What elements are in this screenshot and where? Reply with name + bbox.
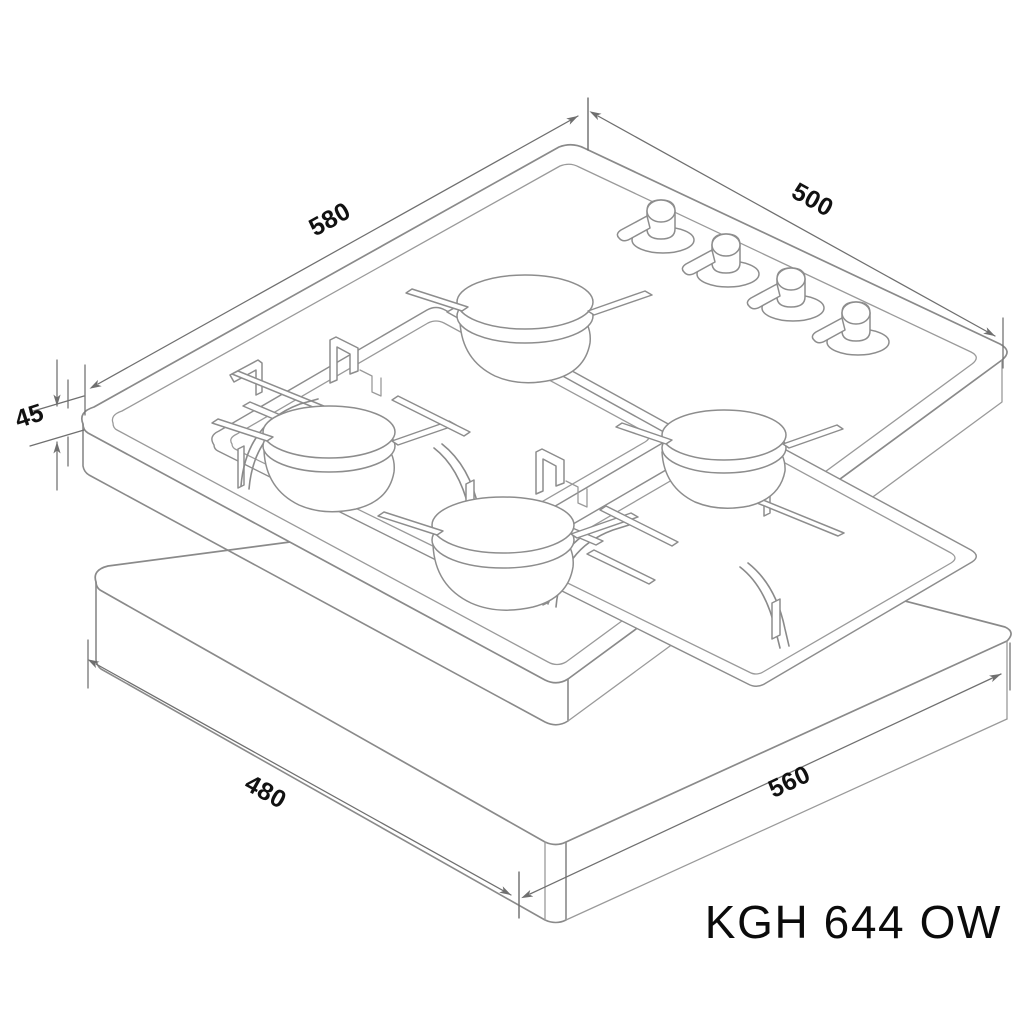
- igniter-front: [535, 448, 565, 495]
- grate-right-leg-right: [771, 598, 781, 640]
- grate-right: [517, 427, 977, 687]
- burner-front-left: [211, 405, 457, 513]
- knob-1-cap: [646, 199, 676, 223]
- dimension-hob-thickness-hatch-a: [29, 395, 85, 413]
- grate-right-arc-wire-b2: [747, 562, 790, 647]
- burner-front-right-cap: [431, 496, 575, 554]
- knob-2-cap: [711, 233, 741, 257]
- dimension-hob-thickness-hatch-b: [29, 429, 85, 447]
- burner-front-right-support-arm-left: [377, 511, 444, 536]
- burner-front-left-support-arm-left: [211, 418, 274, 442]
- burner-front-left-cap: [262, 405, 396, 459]
- dimension-cutout-depth-line: [87, 659, 512, 896]
- grate-center-connector-rear: [391, 395, 471, 437]
- burner-front-right: [377, 496, 639, 611]
- dimension-cutout-width-line: [521, 673, 1002, 899]
- burner-rear-right-support-arm-right: [782, 424, 844, 449]
- burner-rear-right-support-arm-left: [615, 422, 673, 445]
- dimension-hob-thickness: 45: [11, 359, 85, 491]
- igniter-front-electrode: [535, 448, 565, 495]
- grate-left-arc-wire-a: [240, 398, 319, 487]
- dimension-hob-width-line: [89, 115, 579, 389]
- burner-rear-right-cap: [661, 409, 787, 461]
- hob-plate-inner-rim: [111, 163, 977, 666]
- knob-3-cap: [776, 267, 806, 291]
- model-name-label: KGH 644 OW: [705, 896, 1002, 948]
- dimension-hob-depth-line: [589, 111, 996, 337]
- burner-rear-left-cap: [456, 274, 594, 330]
- grate-right-arm-lower: [586, 549, 656, 585]
- grate-center-notch-front: [565, 480, 588, 508]
- grate-center-detail: [359, 369, 679, 547]
- knob-4-cap: [841, 301, 871, 325]
- grate-center-connector-front: [599, 505, 679, 547]
- burner-rear-right: [615, 409, 844, 509]
